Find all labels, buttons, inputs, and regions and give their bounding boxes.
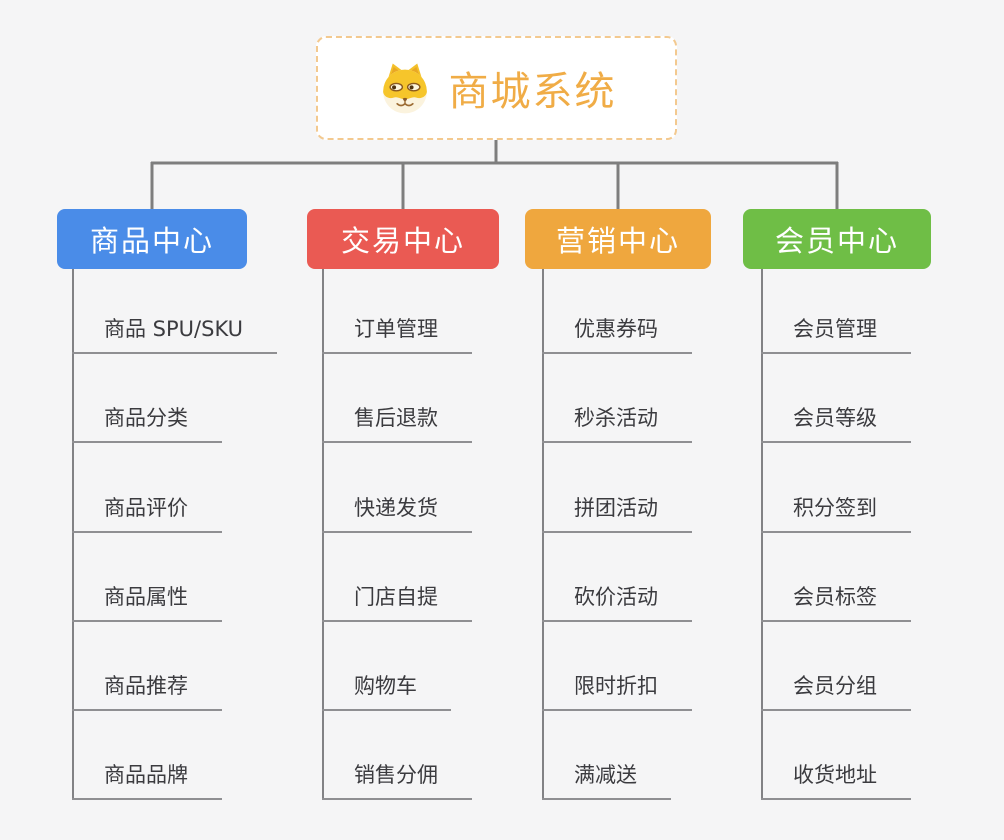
item-label: 购物车 (322, 670, 451, 711)
branch-product-center[interactable]: 商品中心 (57, 209, 247, 269)
mindmap-item[interactable]: 会员等级 (761, 402, 911, 443)
mindmap-item[interactable]: 售后退款 (322, 402, 472, 443)
item-label: 商品属性 (72, 581, 222, 622)
mindmap-item[interactable]: 订单管理 (322, 313, 472, 354)
item-label: 拼团活动 (542, 492, 692, 533)
mindmap-item[interactable]: 商品属性 (72, 581, 222, 622)
mindmap-item[interactable]: 优惠券码 (542, 313, 692, 354)
mindmap-item[interactable]: 会员标签 (761, 581, 911, 622)
item-label: 订单管理 (322, 313, 472, 354)
item-label: 会员等级 (761, 402, 911, 443)
mindmap-item[interactable]: 限时折扣 (542, 670, 692, 711)
item-label: 会员分组 (761, 670, 911, 711)
item-label: 商品评价 (72, 492, 222, 533)
branch-trade-center[interactable]: 交易中心 (307, 209, 499, 269)
mindmap-item[interactable]: 商品分类 (72, 402, 222, 443)
item-label: 积分签到 (761, 492, 911, 533)
branch-trunk-line (542, 269, 544, 800)
shiba-dog-icon (382, 63, 427, 114)
mindmap-item[interactable]: 积分签到 (761, 492, 911, 533)
mindmap-item[interactable]: 购物车 (322, 670, 451, 711)
mindmap-item[interactable]: 收货地址 (761, 759, 911, 800)
item-label: 砍价活动 (542, 581, 692, 622)
mindmap-item[interactable]: 会员分组 (761, 670, 911, 711)
item-label: 快递发货 (322, 492, 472, 533)
item-label: 会员管理 (761, 313, 911, 354)
mindmap-item[interactable]: 会员管理 (761, 313, 911, 354)
item-label: 售后退款 (322, 402, 472, 443)
mindmap-item[interactable]: 商品推荐 (72, 670, 222, 711)
root-node[interactable]: 商城系统 (316, 36, 677, 140)
item-label: 销售分佣 (322, 759, 472, 800)
mindmap-item[interactable]: 砍价活动 (542, 581, 692, 622)
mindmap-item[interactable]: 秒杀活动 (542, 402, 692, 443)
mindmap-item[interactable]: 商品品牌 (72, 759, 222, 800)
mindmap-item[interactable]: 拼团活动 (542, 492, 692, 533)
mindmap-item[interactable]: 商品 SPU/SKU (72, 313, 278, 354)
branch-trunk-line (761, 269, 763, 800)
item-label: 商品 SPU/SKU (72, 313, 278, 354)
mindmap-item[interactable]: 销售分佣 (322, 759, 472, 800)
item-label: 商品推荐 (72, 670, 222, 711)
item-label: 优惠券码 (542, 313, 692, 354)
item-label: 商品分类 (72, 402, 222, 443)
mindmap-item[interactable]: 快递发货 (322, 492, 472, 533)
item-label: 商品品牌 (72, 759, 222, 800)
branch-trunk-line (322, 269, 324, 800)
mindmap-item[interactable]: 满减送 (542, 759, 671, 800)
branch-marketing-center[interactable]: 营销中心 (525, 209, 711, 269)
item-label: 限时折扣 (542, 670, 692, 711)
item-label: 满减送 (542, 759, 671, 800)
item-label: 收货地址 (761, 759, 911, 800)
branch-trunk-line (72, 269, 74, 800)
item-label: 会员标签 (761, 581, 911, 622)
mindmap-item[interactable]: 门店自提 (322, 581, 472, 622)
item-label: 秒杀活动 (542, 402, 692, 443)
root-title: 商城系统 (448, 69, 617, 115)
branch-member-center[interactable]: 会员中心 (743, 209, 931, 269)
item-label: 门店自提 (322, 581, 472, 622)
mindmap-item[interactable]: 商品评价 (72, 492, 222, 533)
